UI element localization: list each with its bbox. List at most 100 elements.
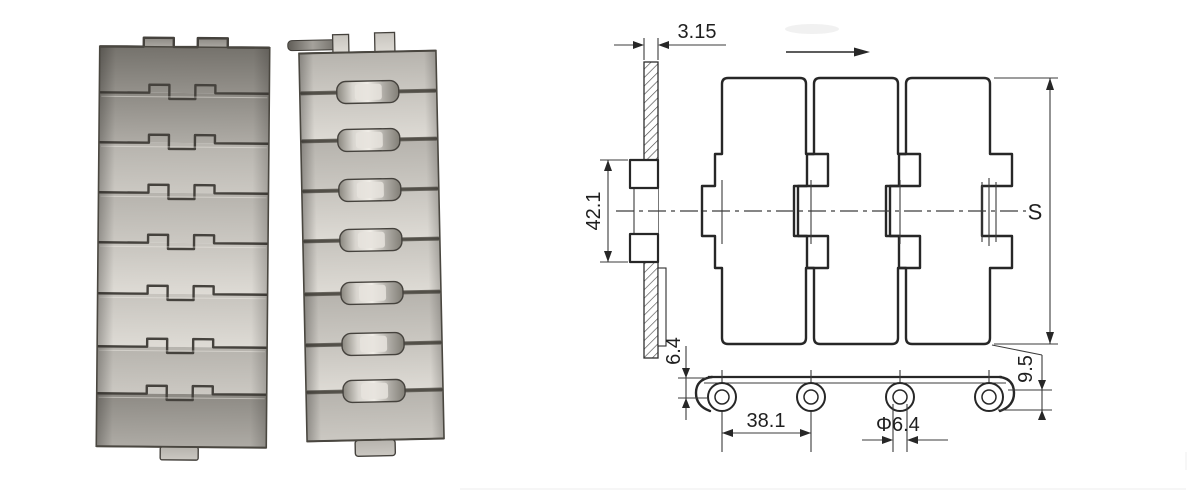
dimension-pitch-label: 38.1 [747, 410, 786, 432]
pin-sleeve [359, 335, 388, 353]
dimension-top-to-pin-label: 6.4 [663, 337, 685, 365]
arrowhead [800, 429, 811, 437]
arrowhead [682, 398, 690, 408]
chain-top-tab [373, 31, 396, 54]
pin-sleeve [357, 231, 385, 249]
seam-highlight [100, 145, 267, 149]
pin-sleeve [358, 284, 387, 302]
chain-width-symbol-label: S [1028, 200, 1043, 225]
arrowhead [604, 251, 612, 262]
chain-link-band [96, 346, 268, 395]
chain-link-band [96, 393, 267, 448]
chain-bottom-tab [159, 446, 199, 461]
edge-shading-right [423, 50, 445, 439]
arrowhead [633, 41, 644, 49]
direction-arrow-head [854, 47, 870, 57]
chain-seam [97, 284, 268, 302]
arrowhead [722, 429, 733, 437]
chain-seam [99, 83, 270, 101]
chain-link-band [306, 389, 445, 442]
overlapping-plate-edge [657, 267, 667, 347]
dimension-chain-width [994, 77, 1058, 345]
photo-outline [95, 45, 271, 449]
hinge-pin-inner [714, 389, 730, 405]
technical-drawing: 3.15 42.1 S [460, 21, 1187, 490]
chain-seam [96, 384, 267, 402]
hinge-knuckle-upper [628, 158, 660, 190]
chain-link-band [302, 238, 441, 295]
seam-highlight [101, 95, 268, 99]
chain-link-band [97, 242, 269, 295]
elevation-view [694, 370, 1016, 413]
seam-highlight [100, 195, 267, 199]
chain-link-band [303, 291, 443, 346]
photo-chain-underside-view [287, 31, 445, 458]
chain-link-band [98, 192, 269, 244]
pin-sleeve [354, 83, 382, 101]
chain-plate-3 [884, 76, 1014, 346]
edge-shading-left [96, 46, 116, 447]
photo-chain-top-view [95, 36, 271, 461]
hinge-pin-inner [803, 389, 819, 405]
pin-sleeve [360, 382, 389, 400]
seam-highlight [99, 245, 267, 249]
chain-seam [97, 337, 268, 355]
extension-line [991, 344, 1043, 356]
arrowhead [1038, 380, 1046, 390]
pin-seam [302, 227, 440, 253]
dimension-top-to-pin: 6.4 [663, 337, 708, 420]
seam-highlight [98, 396, 265, 400]
plate-right-curl [998, 375, 1016, 413]
chain-top-tab [331, 33, 350, 55]
arrowhead [682, 368, 690, 378]
edge-shading-left [298, 53, 322, 442]
pin-sleeve [355, 131, 383, 149]
hinge-knuckle-lower [628, 232, 660, 264]
photo-outline [298, 49, 445, 443]
chain-plate-2 [792, 76, 922, 346]
dimension-knuckle-width: 42.1 [583, 159, 628, 263]
arrowhead [1046, 332, 1054, 344]
dimension-side-height-label: 9.5 [1015, 355, 1037, 383]
chain-plate-1 [700, 76, 830, 346]
chain-seam [98, 183, 269, 201]
arrowhead [907, 436, 918, 444]
chain-link-band [300, 138, 439, 192]
hinge-pin-inner [981, 389, 997, 405]
dimension-pin-diameter: Φ6.4 [862, 404, 948, 452]
direction-arrow [786, 47, 870, 57]
side-section-view [628, 61, 667, 359]
chain-link-band [305, 342, 444, 393]
chain-link-band [299, 90, 438, 142]
protruding-pin-rod [287, 39, 339, 52]
chain-seam [98, 133, 269, 151]
chain-link-band [301, 188, 440, 242]
chain-seam [98, 233, 269, 251]
dimension-pitch: 38.1 [721, 410, 812, 452]
dimension-knuckle-width-label: 42.1 [583, 192, 605, 231]
seam-highlight [99, 349, 266, 353]
seam-highlight [99, 296, 266, 300]
dimension-plate-thickness-label: 3.15 [678, 21, 717, 43]
chain-hinge-seams [96, 83, 270, 402]
arrowhead [882, 436, 893, 444]
chain-link-band [298, 50, 437, 94]
chain-link-band [98, 142, 269, 194]
chain-link-band [98, 92, 270, 144]
arrowhead [604, 160, 612, 171]
pin-sleeve [356, 181, 384, 199]
hinge-pin-inner [892, 389, 908, 405]
chain-link-band [99, 46, 270, 94]
dimension-side-height: 9.5 [991, 344, 1052, 420]
watermark-smudge [785, 24, 839, 34]
edge-shading-right [250, 47, 270, 448]
arrowhead [658, 41, 669, 49]
chain-link-band [97, 293, 268, 348]
arrowhead [1046, 78, 1054, 90]
dimension-pin-diameter-label: Φ6.4 [876, 414, 920, 436]
chain-bottom-tab [354, 438, 397, 458]
dimension-plate-thickness: 3.15 [614, 21, 726, 60]
plate-left-curl [694, 375, 714, 413]
